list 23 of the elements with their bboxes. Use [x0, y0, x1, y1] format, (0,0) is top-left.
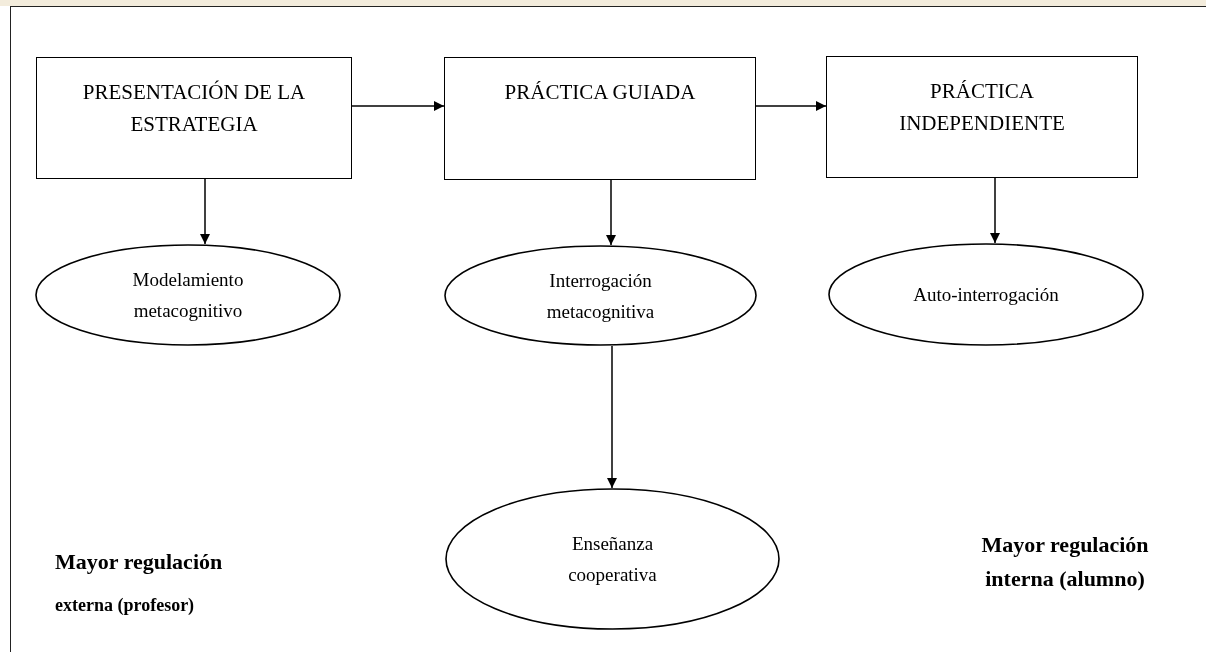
node-text: PRESENTACIÓN DE LA ESTRATEGIA: [81, 79, 307, 138]
process-box: [826, 56, 1138, 178]
arrow: [755, 101, 827, 111]
note-text: Mayor regulación interna (alumno): [980, 531, 1150, 593]
process-box: [36, 57, 352, 179]
arrow: [351, 101, 445, 111]
node-text: Enseñanza cooperativa: [567, 532, 658, 587]
arrow: [607, 345, 617, 489]
ellipse-node: [35, 244, 341, 346]
note-text: Mayor regulación: [55, 548, 223, 576]
node-text: Modelamiento metacognitivo: [131, 268, 245, 323]
node-text: Interrogación metacognitiva: [545, 268, 656, 324]
note-text: externa (profesor): [55, 594, 195, 617]
node-text: PRÁCTICA GUIADA: [504, 79, 696, 106]
arrow: [606, 179, 616, 246]
ellipse-node: [445, 488, 780, 630]
process-box: [444, 57, 756, 180]
ellipse-node: [444, 245, 757, 346]
arrow: [990, 177, 1000, 244]
node-text: Auto-interrogación: [913, 283, 1059, 307]
ellipse-node: [828, 243, 1144, 346]
arrow: [200, 178, 210, 245]
node-text: PRÁCTICA INDEPENDIENTE: [898, 78, 1066, 137]
